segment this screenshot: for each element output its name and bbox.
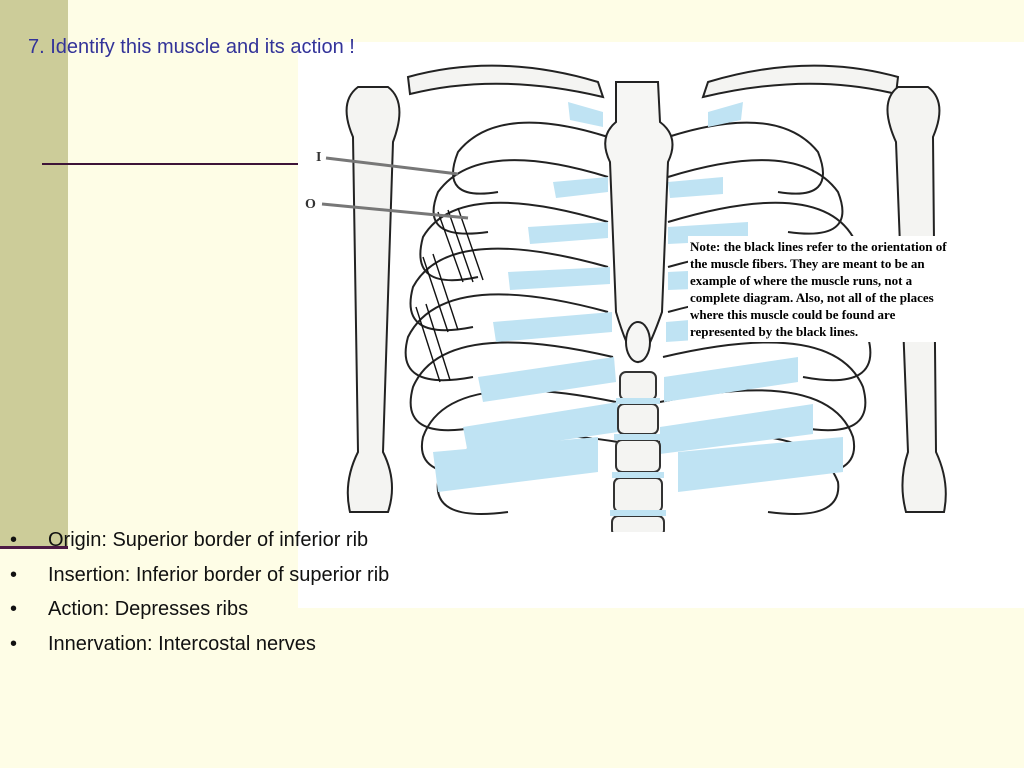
insertion-label: I	[316, 150, 322, 165]
bullet-insertion: • Insertion: Inferior border of superior…	[10, 561, 389, 596]
bullet-mark: •	[10, 632, 18, 655]
bullet-text: Action: Depresses ribs	[48, 598, 249, 620]
bullet-mark: •	[10, 563, 18, 586]
bullet-mark: •	[10, 598, 18, 620]
answer-blank-line	[42, 163, 298, 165]
bullet-text: Innervation: Intercostal nerves	[48, 632, 316, 655]
bullet-text: Insertion: Inferior border of superior r…	[48, 563, 390, 586]
left-accent-bar	[0, 0, 68, 548]
left-divider-line	[0, 546, 68, 549]
slide-title: 7. Identify this muscle and its action !	[28, 36, 355, 58]
bullet-action: • Action: Depresses ribs	[10, 595, 389, 630]
bullet-text: Origin: Superior border of inferior rib	[48, 529, 369, 551]
origin-label: O	[305, 197, 316, 212]
figure-note: Note: the black lines refer to the orien…	[688, 236, 956, 342]
bullet-origin: • Origin: Superior border of inferior ri…	[10, 526, 389, 561]
bullet-list: • Origin: Superior border of inferior ri…	[10, 526, 389, 664]
bullet-mark: •	[10, 529, 18, 551]
bullet-innervation: • Innervation: Intercostal nerves	[10, 630, 389, 665]
